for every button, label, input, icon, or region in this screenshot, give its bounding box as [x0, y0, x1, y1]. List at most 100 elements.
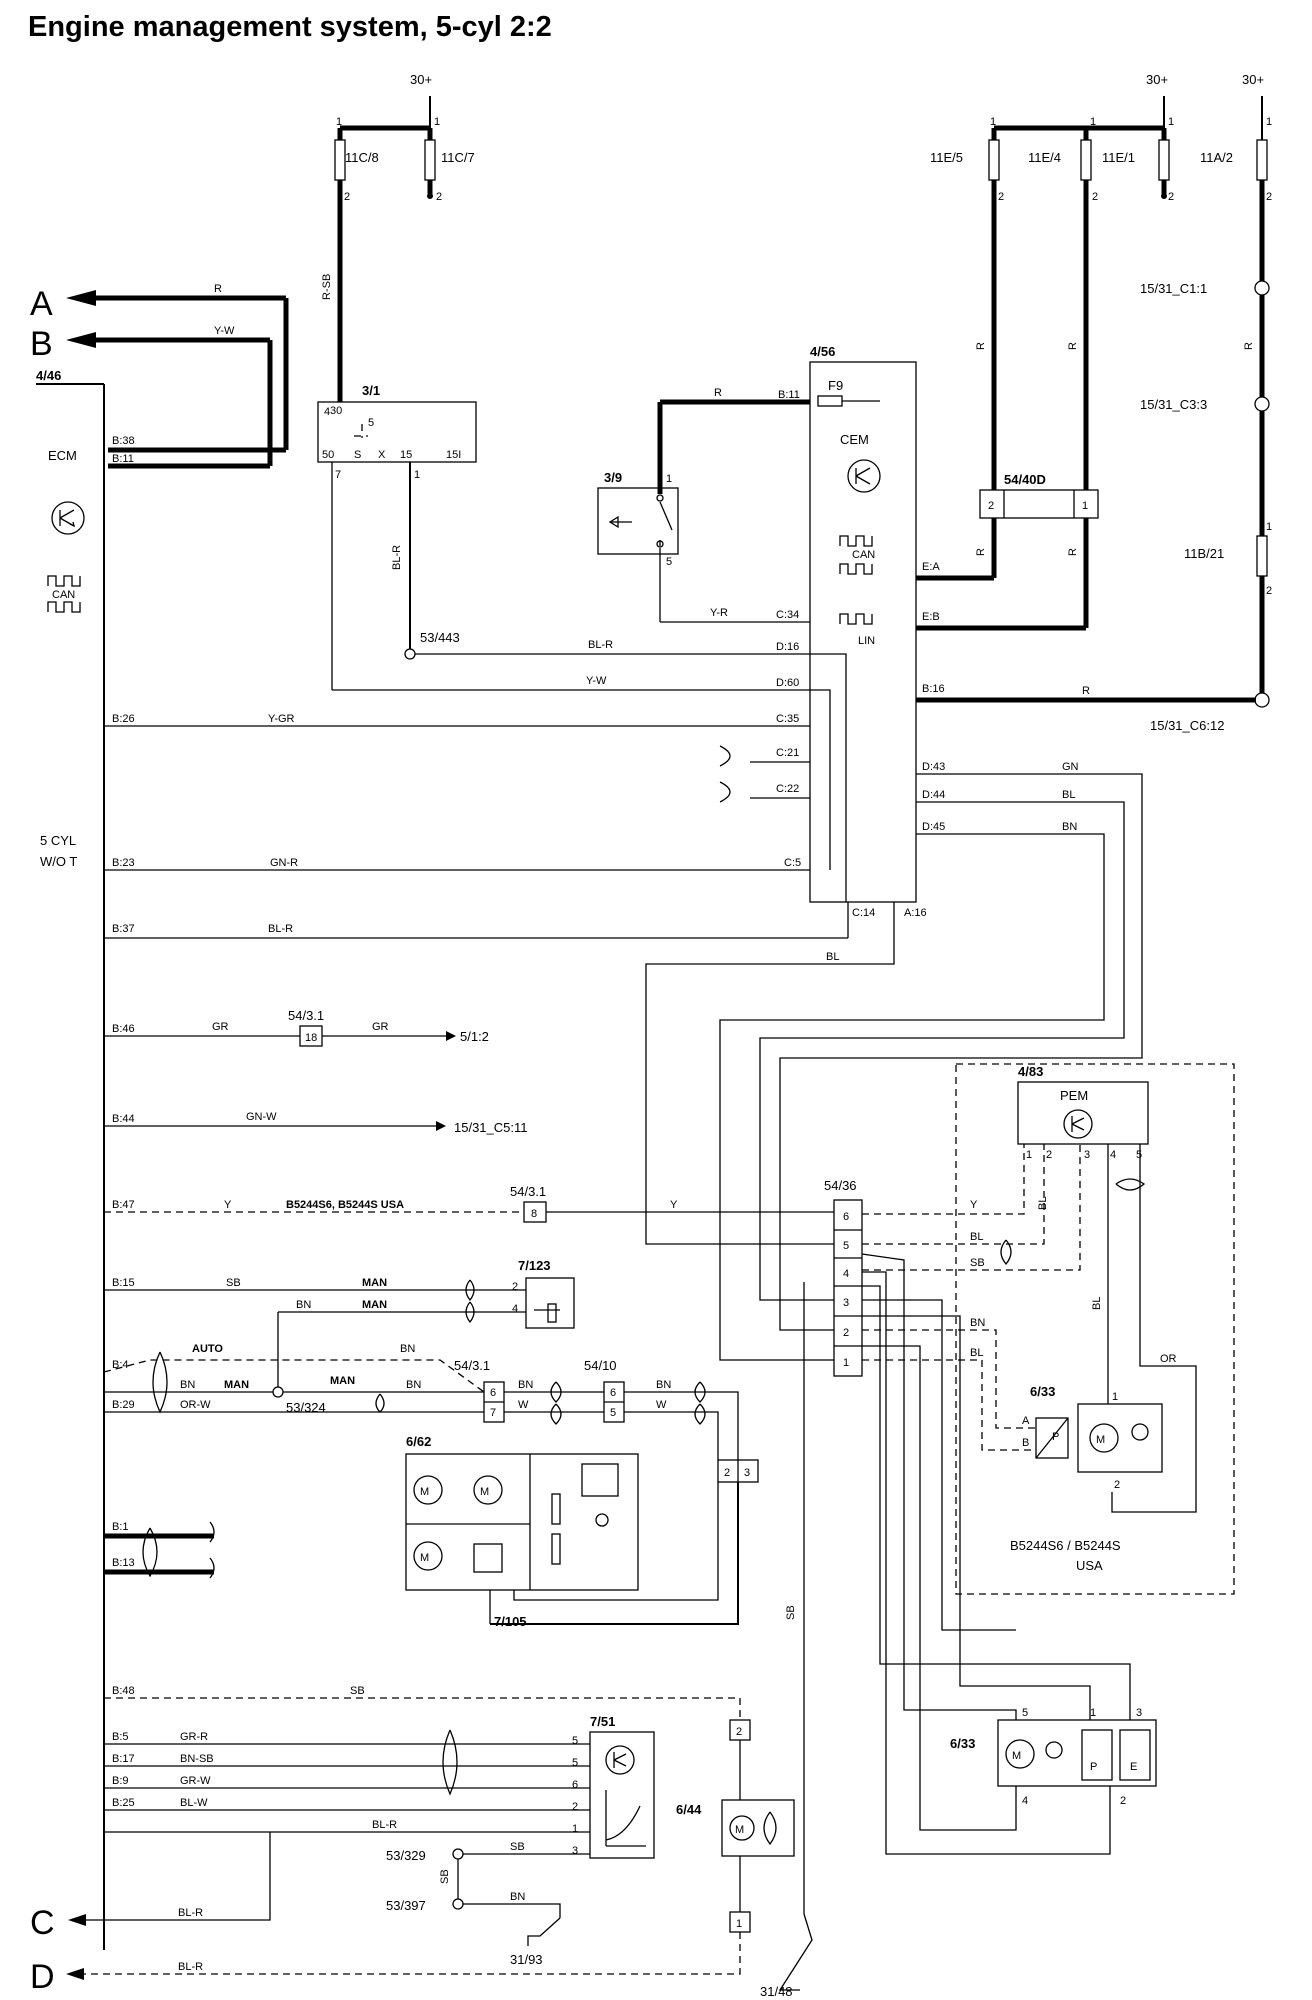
- svg-text:4: 4: [324, 406, 330, 418]
- svg-text:SB: SB: [226, 1277, 241, 1289]
- svg-text:7: 7: [490, 1407, 496, 1419]
- svg-text:31/48: 31/48: [760, 1984, 793, 1999]
- svg-text:6: 6: [610, 1387, 616, 1399]
- svg-text:B:37: B:37: [112, 923, 135, 935]
- svg-text:1: 1: [1090, 116, 1096, 128]
- svg-text:15/31_C1:1: 15/31_C1:1: [1140, 281, 1207, 296]
- connector-c1531-c11: [1254, 280, 1270, 296]
- svg-text:B:44: B:44: [112, 1113, 135, 1125]
- fuse-11b21-label: 11B/21: [1184, 546, 1224, 561]
- pem-module: [1017, 1081, 1149, 1145]
- svg-text:BL-R: BL-R: [588, 639, 613, 651]
- svg-text:7: 7: [335, 469, 341, 481]
- svg-text:1: 1: [572, 1823, 578, 1835]
- svg-text:5: 5: [368, 417, 374, 429]
- connector-c1531-c612: [1254, 692, 1270, 708]
- pump-6-33-b: [997, 1719, 1157, 1787]
- svg-text:S: S: [354, 449, 361, 461]
- svg-text:MAN: MAN: [330, 1375, 355, 1387]
- svg-text:3: 3: [572, 1845, 578, 1857]
- svg-text:15/31_C6:12: 15/31_C6:12: [1150, 718, 1224, 733]
- svg-text:MAN: MAN: [362, 1277, 387, 1289]
- svg-text:1: 1: [1082, 500, 1088, 512]
- svg-text:B:38: B:38: [112, 435, 135, 447]
- svg-text:6/33: 6/33: [1030, 1384, 1055, 1399]
- splice-53-324: [272, 1386, 284, 1398]
- svg-text:Y-GR: Y-GR: [268, 713, 295, 725]
- svg-text:2: 2: [1168, 191, 1174, 203]
- svg-text:BN: BN: [400, 1343, 415, 1355]
- ecm-ref: 4/46: [36, 368, 61, 383]
- arrow-a-label: A: [30, 285, 53, 323]
- svg-text:C:5: C:5: [784, 857, 801, 869]
- svg-text:BL: BL: [1062, 789, 1075, 801]
- fuse-11b21: [1256, 535, 1268, 577]
- svg-text:Y-W: Y-W: [214, 325, 235, 337]
- svg-text:B5244S6 / B5244S: B5244S6 / B5244S: [1010, 1538, 1121, 1553]
- fuse-11e5-label: 11E/5: [930, 150, 963, 165]
- svg-text:BN: BN: [1062, 821, 1077, 833]
- svg-text:B:13: B:13: [112, 1557, 135, 1569]
- svg-text:2: 2: [736, 1726, 742, 1738]
- splice-53-443: [404, 648, 416, 660]
- svg-text:54/3.1: 54/3.1: [510, 1184, 546, 1199]
- svg-text:R: R: [1082, 685, 1090, 697]
- svg-text:MAN: MAN: [224, 1379, 249, 1391]
- svg-text:BN-SB: BN-SB: [180, 1753, 214, 1765]
- fuse-11c8-label: 11C/8: [345, 150, 379, 165]
- svg-text:4: 4: [1022, 1795, 1028, 1807]
- svg-text:B:15: B:15: [112, 1277, 135, 1289]
- svg-text:18: 18: [305, 1032, 317, 1044]
- svg-text:B:11: B:11: [112, 453, 134, 465]
- svg-text:OR-W: OR-W: [180, 1399, 211, 1411]
- svg-text:5 CYL: 5 CYL: [40, 833, 76, 848]
- svg-text:1: 1: [843, 1357, 849, 1369]
- svg-text:54/40D: 54/40D: [1004, 472, 1046, 487]
- svg-text:LIN: LIN: [858, 635, 875, 647]
- splice-53-329: [452, 1848, 464, 1860]
- svg-text:D:43: D:43: [922, 761, 945, 773]
- splice-53-397: [452, 1898, 464, 1910]
- fuse-11c7-label: 11C/7: [441, 150, 475, 165]
- svg-text:1: 1: [1090, 1707, 1096, 1719]
- svg-text:1: 1: [1266, 116, 1272, 128]
- svg-text:B:11: B:11: [778, 389, 800, 401]
- cem-name: CEM: [840, 432, 869, 447]
- svg-text:2: 2: [344, 191, 350, 203]
- fuse-11a2-label: 11A/2: [1200, 150, 1233, 165]
- svg-text:BL-R: BL-R: [178, 1961, 203, 1973]
- svg-text:50: 50: [322, 449, 334, 461]
- svg-text:R: R: [714, 387, 722, 399]
- svg-text:GN-W: GN-W: [246, 1111, 277, 1123]
- svg-text:BN: BN: [970, 1317, 985, 1329]
- svg-text:6/44: 6/44: [676, 1802, 702, 1817]
- svg-text:6: 6: [572, 1779, 578, 1791]
- svg-text:1: 1: [990, 116, 996, 128]
- svg-text:7/105: 7/105: [494, 1614, 527, 1629]
- svg-text:W/O T: W/O T: [40, 854, 77, 869]
- svg-text:1: 1: [414, 469, 420, 481]
- svg-text:P: P: [1052, 1431, 1059, 1443]
- svg-text:BL: BL: [970, 1231, 983, 1243]
- svg-text:GR-R: GR-R: [180, 1731, 208, 1743]
- svg-text:B:29: B:29: [112, 1399, 135, 1411]
- sensor-7-123: [525, 1277, 575, 1329]
- svg-text:M: M: [1012, 1750, 1021, 1762]
- fuse-11e4: [1080, 139, 1092, 181]
- svg-text:A:16: A:16: [904, 907, 927, 919]
- svg-text:C:22: C:22: [776, 783, 799, 795]
- svg-text:M: M: [735, 1824, 744, 1836]
- svg-text:5/1:2: 5/1:2: [460, 1029, 489, 1044]
- svg-text:54/3.1: 54/3.1: [288, 1008, 324, 1023]
- svg-text:B:23: B:23: [112, 857, 135, 869]
- svg-text:15I: 15I: [446, 449, 461, 461]
- svg-text:54/10: 54/10: [584, 1358, 617, 1373]
- svg-text:54/36: 54/36: [824, 1178, 857, 1193]
- connector-c1531-c33: [1254, 396, 1270, 412]
- svg-text:2: 2: [1266, 191, 1272, 203]
- svg-text:A: A: [1022, 1415, 1030, 1427]
- svg-text:31/93: 31/93: [510, 1952, 543, 1967]
- svg-text:SB: SB: [510, 1841, 525, 1853]
- svg-text:B5244S6, B5244S USA: B5244S6, B5244S USA: [286, 1199, 404, 1211]
- supply-30-right: 30+: [1242, 72, 1264, 87]
